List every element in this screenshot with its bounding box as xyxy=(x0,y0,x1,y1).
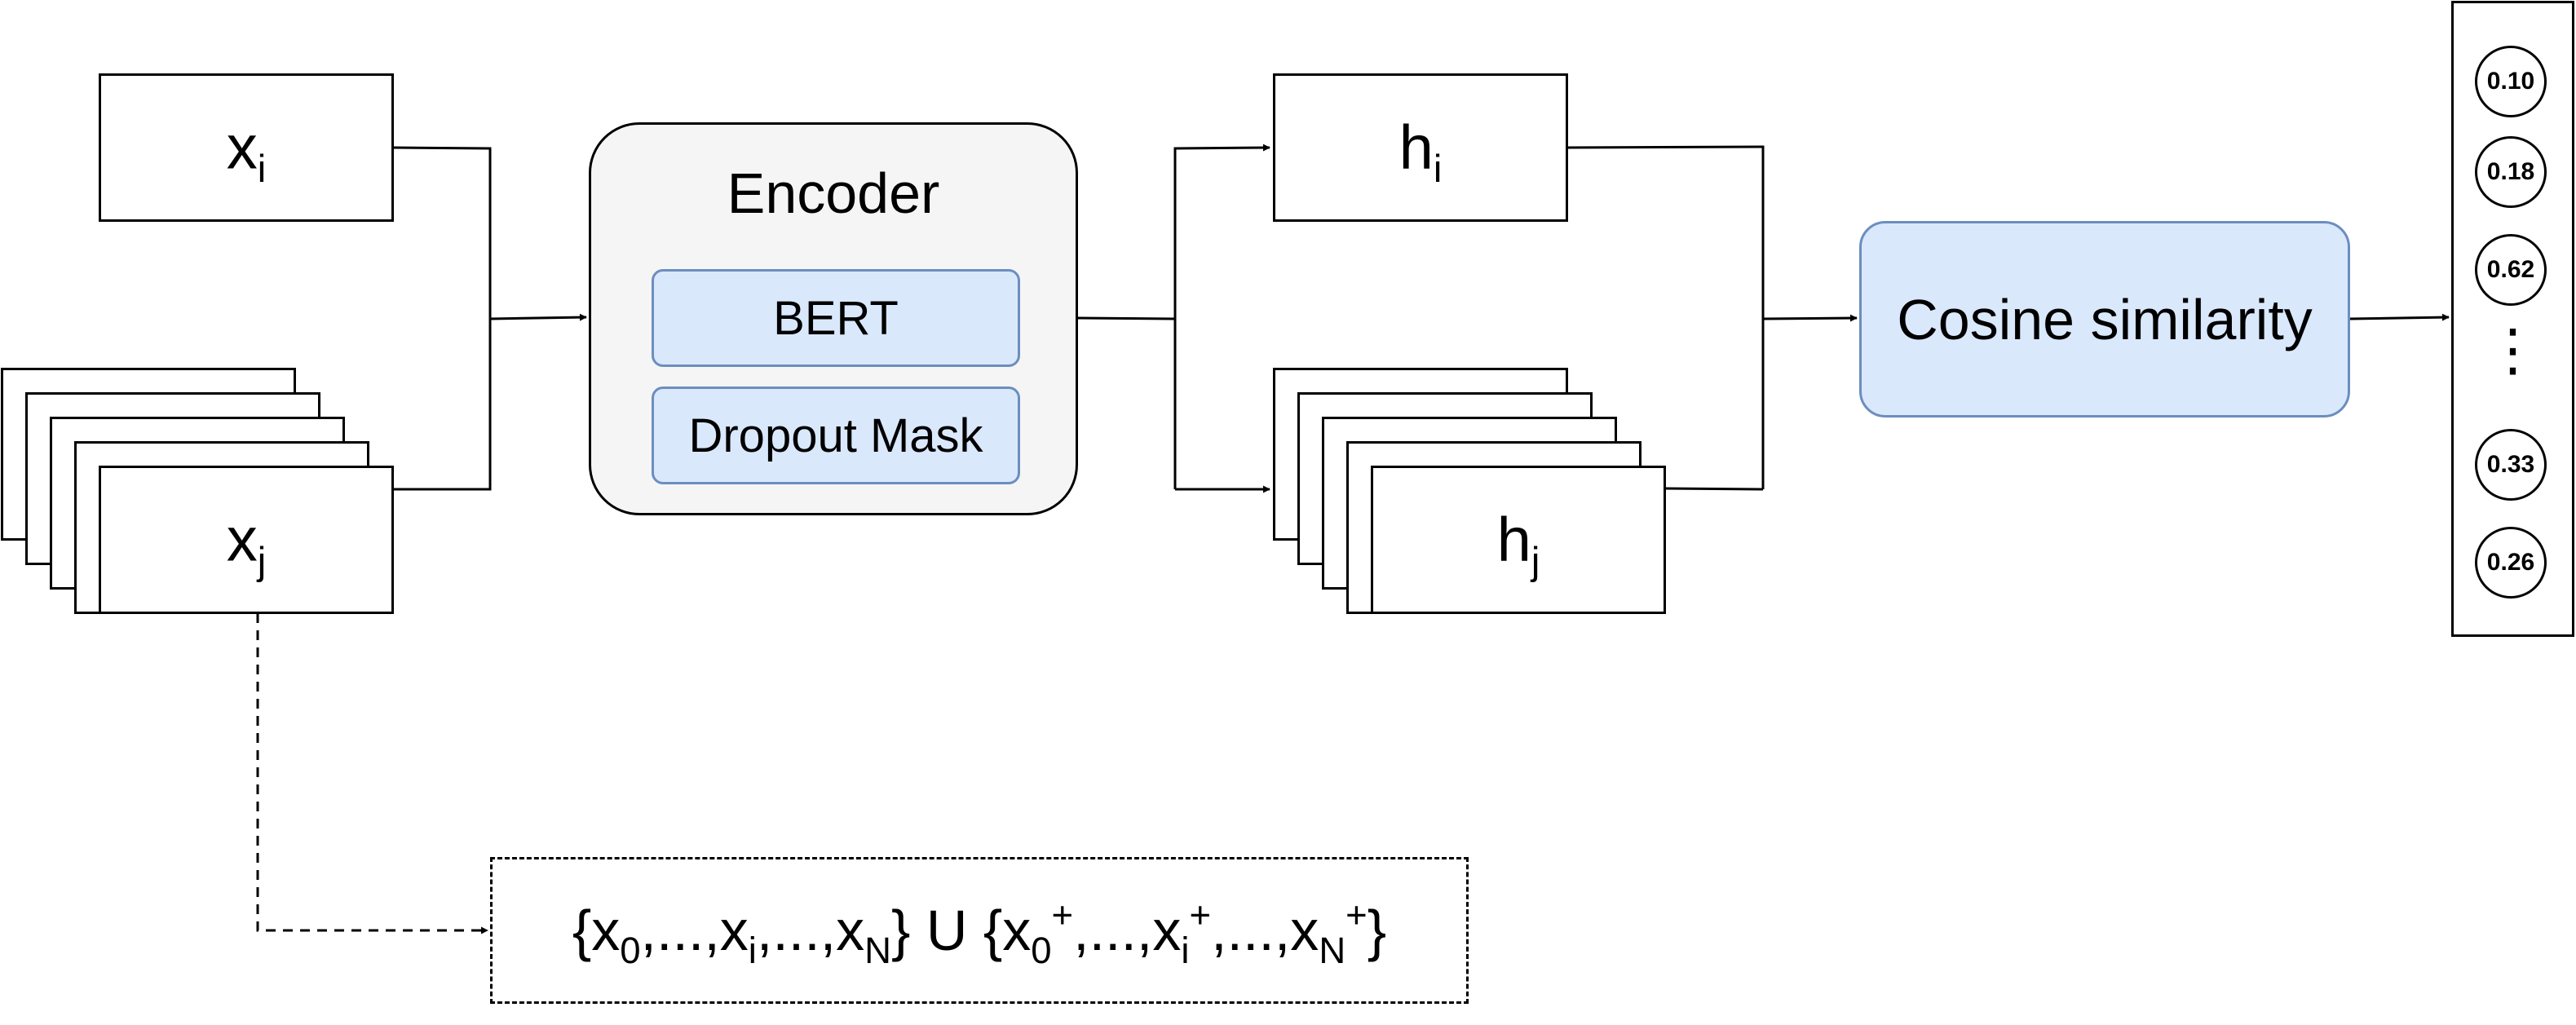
dropout-mask-module: Dropout Mask xyxy=(652,387,1020,484)
edge-xj-merge xyxy=(393,318,492,491)
edge-hj-merge xyxy=(1664,487,1764,491)
score-circle: 0.26 xyxy=(2475,527,2547,599)
bert-module: BERT xyxy=(652,269,1020,367)
similarity-scores-column: 0.10 0.18 0.62 ⋮ 0.33 0.26 xyxy=(2451,1,2574,637)
embedding-hi-box: hi xyxy=(1273,73,1568,222)
edge-to-negative-set xyxy=(256,613,488,934)
edge-to-hi xyxy=(1173,144,1270,489)
embedding-hj-label: hj xyxy=(1496,505,1540,582)
edge-to-cosine xyxy=(1762,314,1858,322)
encoder-block: Encoder BERT Dropout Mask xyxy=(589,122,1078,515)
edge-hi-merge xyxy=(1566,145,1765,489)
input-xj-box: xj xyxy=(99,466,394,614)
score-circle: 0.10 xyxy=(2475,46,2547,117)
embedding-hi-label: hi xyxy=(1398,113,1443,190)
embedding-hj-box: hj xyxy=(1371,466,1666,614)
edge-to-scores xyxy=(2349,313,2450,321)
score-circle: 0.18 xyxy=(2475,136,2547,208)
negative-set-box: {x0,...,xi,...,xN} U {x0+,...,xi+,...,xN… xyxy=(490,857,1469,1004)
score-ellipsis: ⋮ xyxy=(2484,318,2542,382)
score-circle: 0.33 xyxy=(2475,429,2547,501)
negative-set-formula: {x0,...,xi,...,xN} U {x0+,...,xi+,...,xN… xyxy=(572,894,1387,971)
encoder-title: Encoder xyxy=(727,161,940,225)
score-circle: 0.62 xyxy=(2475,234,2547,306)
edge-to-encoder xyxy=(489,313,587,321)
input-xi-box: xi xyxy=(99,73,394,222)
cosine-similarity-block: Cosine similarity xyxy=(1859,221,2350,418)
edge-xi-merge xyxy=(392,146,492,318)
input-xi-label: xi xyxy=(226,113,267,190)
edge-encoder-out xyxy=(1077,316,1176,320)
input-xj-label: xj xyxy=(226,505,267,582)
